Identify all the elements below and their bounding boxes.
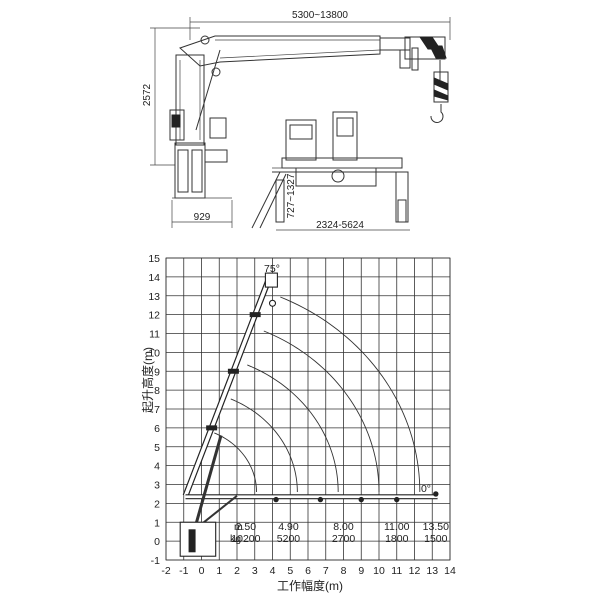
height-label: 2572 [142, 83, 153, 106]
lift-arc [280, 296, 421, 493]
load-radius: 11.00 [384, 521, 410, 533]
y-tick-label: 4 [154, 461, 160, 473]
crane-boom [179, 35, 447, 71]
y-tick-label: 14 [148, 272, 160, 284]
lift-arc [247, 364, 339, 493]
x-tick-label: 13 [426, 565, 438, 577]
y-tick-label: 15 [148, 253, 160, 265]
x-tick-label: -2 [161, 565, 170, 577]
x-tick-label: 7 [323, 565, 329, 577]
crane-base [179, 521, 217, 557]
luffing-cylinder [192, 435, 223, 531]
load-radius: 4.90 [278, 521, 299, 533]
boom-end-label: 0° [421, 483, 431, 495]
x-tick-label: 11 [391, 565, 402, 577]
x-tick-label: -1 [179, 565, 188, 577]
x-tick-label: 0 [199, 565, 205, 577]
hook [430, 60, 449, 123]
y-tick-label: 12 [148, 310, 160, 322]
outrigger-small-label: 727~1327 [286, 173, 297, 218]
x-tick-label: 9 [358, 565, 364, 577]
crane-base [172, 142, 232, 199]
boom-positions [179, 272, 439, 557]
boom-tip-point [273, 496, 279, 503]
x-tick-label: 14 [444, 565, 456, 577]
crane-column [169, 54, 205, 146]
load-table: m kg 2.50 4.90 8.00 11.00 13.50 10200 5200 270… [230, 521, 449, 545]
lift-arc [263, 330, 380, 493]
load-value: 10200 [231, 533, 260, 545]
x-tick-label: 4 [270, 565, 276, 577]
y-tick-label: 1 [154, 517, 160, 529]
load-radius: 13.50 [423, 521, 449, 533]
load-value: 1800 [385, 533, 409, 545]
x-tick-label: 2 [234, 565, 240, 577]
lift-arc [214, 432, 257, 493]
boom-section-joint [227, 368, 239, 374]
x-tick-label: 6 [305, 565, 311, 577]
x-tick-label: 3 [252, 565, 258, 577]
y-tick-label: 8 [154, 385, 160, 397]
load-unit: kg [230, 533, 241, 545]
y-tick-label: 2 [154, 498, 160, 510]
load-value: 5200 [277, 533, 301, 545]
boom-tip-point [317, 496, 324, 503]
y-tick-label: 7 [154, 404, 160, 416]
load-value: 1500 [424, 533, 448, 545]
y-tick-label: 9 [154, 366, 160, 378]
crane-technical-drawing: 5300~13800 2572 929 [142, 10, 451, 231]
x-tick-label: 8 [341, 565, 347, 577]
y-axis-label: 起升高度(m) [140, 347, 155, 413]
luffing-cylinder [195, 49, 227, 139]
y-tick-label: -1 [151, 555, 160, 567]
boom-tip-point [433, 491, 439, 497]
boom-angle-label: 75° [264, 263, 280, 275]
y-tick-label: 0 [154, 536, 160, 548]
lift-arcs [214, 296, 421, 493]
radius-unit: m [234, 521, 243, 533]
boom-length-label: 5300~13800 [292, 10, 348, 21]
y-tick-label: 3 [154, 480, 160, 492]
y-tick-label: 11 [149, 329, 160, 341]
load-value: 2700 [332, 533, 356, 545]
y-tick-label: 6 [154, 423, 160, 435]
boom-section-joint [206, 425, 218, 431]
outrigger-span-label: 2324-5624 [316, 220, 364, 231]
x-tick-label: 12 [409, 565, 421, 577]
boom-tip-point [394, 496, 400, 503]
boom-section-joint [249, 312, 261, 318]
hook-block [268, 299, 277, 307]
load-radius: 8.00 [333, 521, 354, 533]
boom-head [264, 272, 278, 288]
x-tick-label: 10 [373, 565, 385, 577]
boom-tip-point [358, 496, 364, 503]
x-tick-label: 5 [287, 565, 293, 577]
y-tick-label: 5 [154, 442, 160, 454]
boom-raised-inner [183, 278, 271, 497]
y-tick-label: 13 [148, 291, 160, 303]
base-post [188, 529, 196, 553]
load-radius: 2.50 [236, 521, 257, 533]
x-tick-label: 1 [216, 565, 222, 577]
lift-arc [230, 398, 298, 493]
y-tick-label: 10 [148, 347, 160, 359]
truck-rear-view [251, 111, 409, 229]
x-axis-label: 工作幅度(m) [277, 578, 343, 593]
base-width-label: 929 [194, 212, 211, 223]
